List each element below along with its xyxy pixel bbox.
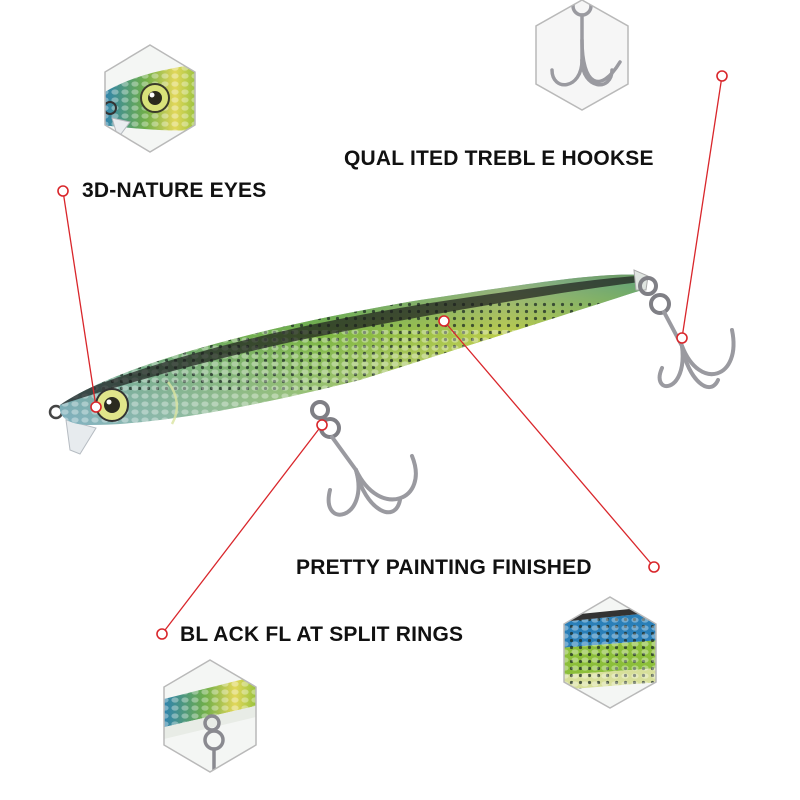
inset-paint-detail [563,596,657,709]
callout-dot-icon [716,70,728,82]
callout-line-hooks [681,75,723,339]
inset-hook-detail [535,0,629,111]
lure-eye-icon [95,388,129,422]
callout-dot-icon [90,401,102,413]
callout-line-rings [161,424,323,635]
callout-line-painting [443,320,655,568]
belly-treble-hook [310,400,418,517]
callout-lines [62,75,723,635]
label-split-rings: BL ACK FL AT SPLIT RINGS [180,623,464,646]
callout-line-eyes [62,190,97,408]
fishing-lure [48,269,649,455]
lure-lip [65,419,97,455]
callout-dot-icon [57,185,69,197]
callout-dot-icon [156,628,168,640]
callout-dots [57,70,728,640]
callout-dot-icon [648,561,660,573]
label-treble-hooks: QUAL ITED TREBL E HOOKSE [344,147,654,170]
label-3d-nature-eyes: 3D-NATURE EYES [82,179,267,202]
callout-dot-icon [676,332,688,344]
inset-split-ring-detail [163,659,257,773]
tail-treble-hook [638,276,736,390]
callout-dot-icon [438,315,450,327]
callout-dot-icon [316,419,328,431]
inset-eye-detail [104,44,196,153]
label-pretty-painting: PRETTY PAINTING FINISHED [296,556,592,579]
